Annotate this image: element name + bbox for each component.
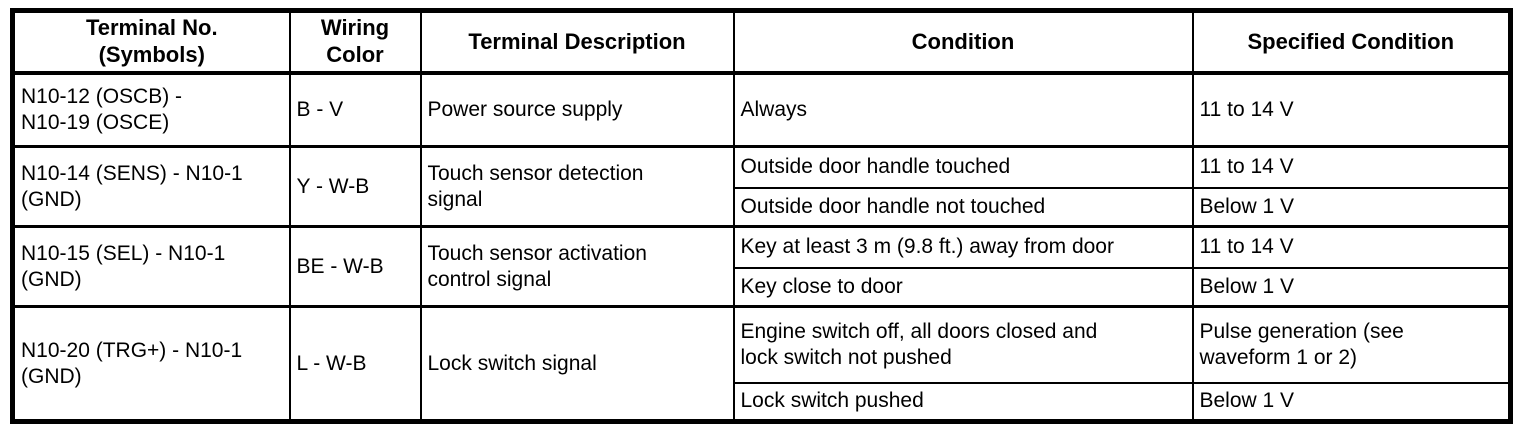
header-specified-condition: Specified Condition [1191,9,1512,75]
specified-condition-cell: Pulse generation (see waveform 1 or 2) [1191,305,1512,384]
terminal-cell: N10-15 (SEL) - N10-1 (GND) [11,225,291,308]
condition-cell: Engine switch off, all doors closed and … [732,305,1194,384]
table-subrow: Outside door handle not touched Below 1 … [13,186,1512,228]
header-terminal-description: Terminal Description [419,9,735,75]
terminal-cell: N10-12 (OSCB) - N10-19 (OSCE) [11,71,291,148]
specified-condition-cell: Below 1 V [1191,381,1512,423]
specified-condition-cell: 11 to 14 V [1191,145,1512,189]
wiring-color-cell: BE - W-B [288,225,422,308]
table-row: N10-12 (OSCB) - N10-19 (OSCE) B - V Powe… [11,71,1512,148]
table-header-row: Terminal No. (Symbols) Wiring Color Term… [11,9,1512,75]
table-body: N10-12 (OSCB) - N10-19 (OSCE) B - V Powe… [11,71,1512,423]
condition-cell: Outside door handle touched [732,145,1194,189]
wiring-color-cell: L - W-B [288,305,422,423]
table-row: N10-15 (SEL) - N10-1 (GND) BE - W-B Touc… [11,225,1512,308]
specified-condition-cell: 11 to 14 V [1191,225,1512,269]
description-cell: Touch sensor detection signal [419,145,735,228]
table-row: N10-14 (SENS) - N10-1 (GND) Y - W-B Touc… [11,145,1512,228]
condition-cell: Key at least 3 m (9.8 ft.) away from doo… [732,225,1194,269]
description-cell: Lock switch signal [419,305,735,423]
condition-cell: Key close to door [732,266,1194,308]
description-cell: Power source supply [419,71,735,148]
wiring-color-cell: B - V [288,71,422,148]
description-cell: Touch sensor activation control signal [419,225,735,308]
wiring-color-cell: Y - W-B [288,145,422,228]
header-terminal-no: Terminal No. (Symbols) [11,9,291,75]
table-subrow: Key close to door Below 1 V [13,266,1512,308]
terminal-cell: N10-14 (SENS) - N10-1 (GND) [11,145,291,228]
table-subrow: Lock switch pushed Below 1 V [13,381,1512,423]
specified-condition-cell: 11 to 14 V [1191,71,1512,148]
condition-cell: Outside door handle not touched [732,186,1194,228]
terminal-spec-table: Terminal No. (Symbols) Wiring Color Term… [10,8,1513,424]
header-wiring-color: Wiring Color [288,9,422,75]
condition-cell: Lock switch pushed [732,381,1194,423]
condition-cell: Always [732,71,1194,148]
header-condition: Condition [732,9,1194,75]
terminal-cell: N10-20 (TRG+) - N10-1 (GND) [11,305,291,423]
table-row: N10-20 (TRG+) - N10-1 (GND) L - W-B Lock… [11,305,1512,423]
specified-condition-cell: Below 1 V [1191,266,1512,308]
specified-condition-cell: Below 1 V [1191,186,1512,228]
